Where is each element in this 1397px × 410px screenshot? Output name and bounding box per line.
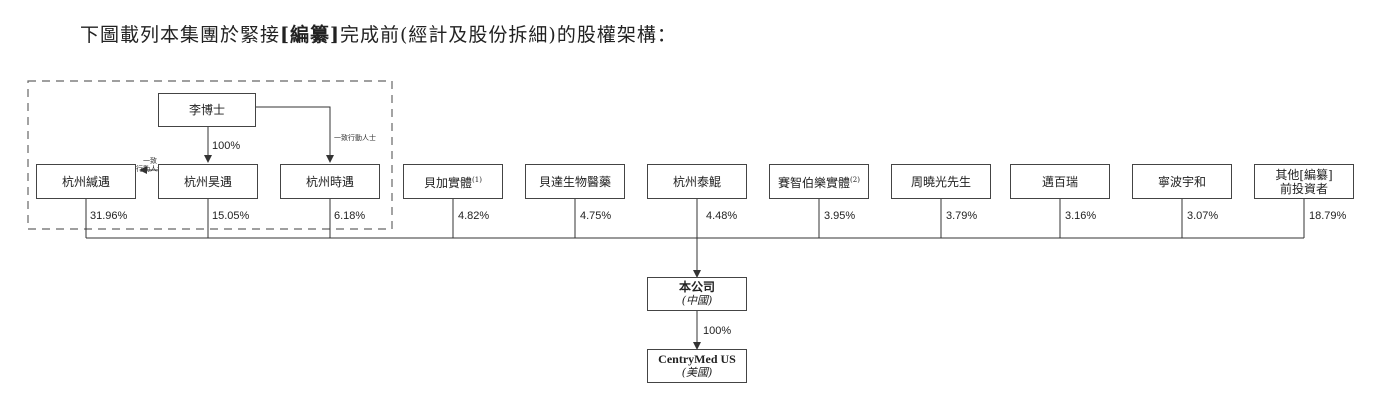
shareholder-box: 貝加實體(1) [403, 164, 503, 199]
concert-party-note-right: 一致行動人士 [334, 134, 376, 142]
shareholder-box: 賽智伯樂實體(2) [769, 164, 869, 199]
shareholding-pct: 18.79% [1309, 210, 1347, 222]
shareholding-pct: 31.96% [90, 210, 128, 222]
concert-group-border [27, 80, 393, 230]
shareholding-pct: 4.82% [458, 210, 490, 222]
shareholder-box: 周曉光先生 [891, 164, 991, 199]
shareholding-pct: 3.07% [1187, 210, 1219, 222]
shareholding-pct: 15.05% [212, 210, 250, 222]
ownership-100-top: 100% [212, 140, 241, 152]
shareholder-box: 寧波宇和 [1132, 164, 1232, 199]
shareholder-box: 貝達生物醫藥 [525, 164, 625, 199]
ownership-100-bottom: 100% [703, 325, 732, 337]
person-box-dr-li: 李博士 [158, 93, 256, 127]
shareholder-box: 其他[編纂]前投資者 [1254, 164, 1354, 199]
shareholder-box: 杭州時遇 [280, 164, 380, 199]
shareholder-box: 杭州緘遇 [36, 164, 136, 199]
shareholding-pct: 3.79% [946, 210, 978, 222]
shareholding-pct: 3.16% [1065, 210, 1097, 222]
page-title: 下圖載列本集團於緊接[編纂]完成前(經計及股份拆細)的股權架構： [80, 24, 677, 46]
shareholding-pct: 6.18% [334, 210, 366, 222]
shareholder-box: 杭州昊遇 [158, 164, 258, 199]
concert-party-note-left: 一致行動人士 [136, 157, 164, 173]
shareholding-pct: 4.48% [706, 210, 738, 222]
shareholding-pct: 4.75% [580, 210, 612, 222]
subsidiary-box: CentryMed US (美國) [647, 349, 747, 383]
shareholding-pct: 3.95% [824, 210, 856, 222]
shareholder-box: 邁百瑞 [1010, 164, 1110, 199]
company-box: 本公司 (中國) [647, 277, 747, 311]
shareholder-box: 杭州泰鯤 [647, 164, 747, 199]
